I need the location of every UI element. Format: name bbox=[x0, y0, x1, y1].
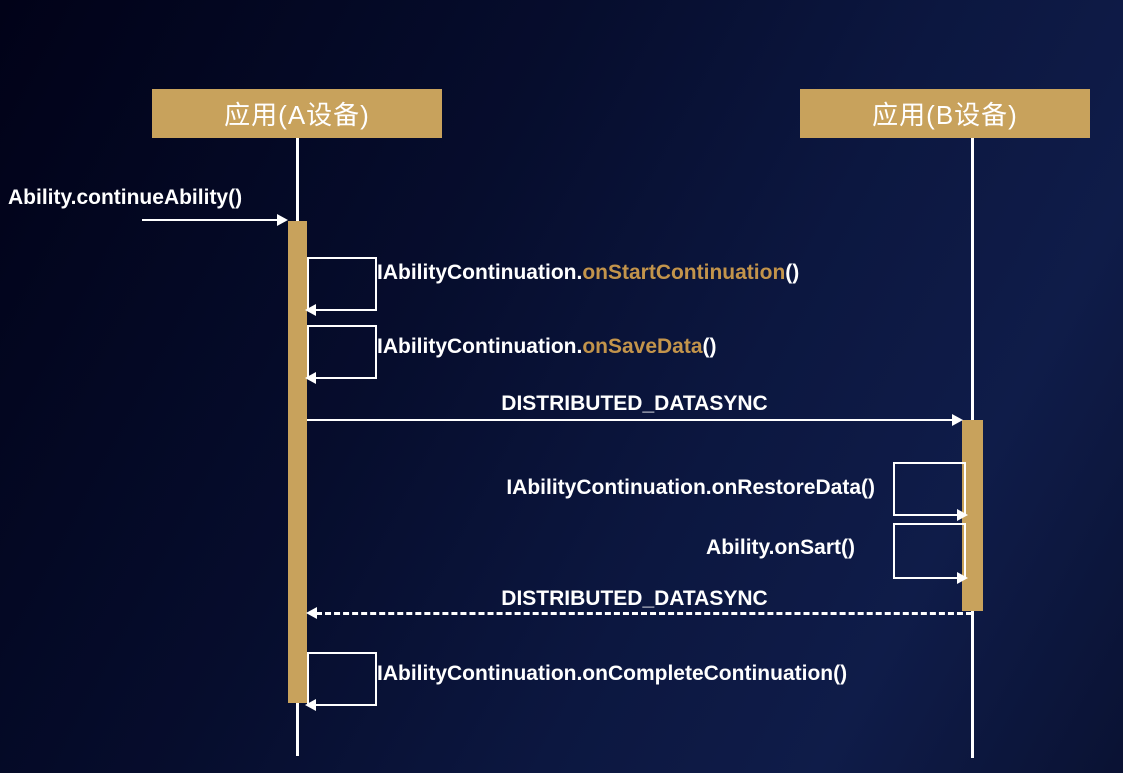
label-prefix: IAbilityContinuation. bbox=[377, 261, 583, 284]
arrowhead-left-icon bbox=[305, 372, 316, 384]
arrowhead-left-icon bbox=[306, 607, 317, 619]
label-method-highlight: onStartContinuation bbox=[582, 261, 786, 284]
label-prefix: IAbilityContinuation. bbox=[377, 335, 583, 358]
participant-header-device-b: 应用(B设备) bbox=[800, 89, 1090, 138]
arrowhead-right-icon bbox=[952, 414, 963, 426]
message-datasync-send-arrow-line bbox=[307, 419, 953, 421]
message-on-restore-data-label: IAbilityContinuation.onRestoreData() bbox=[506, 476, 875, 499]
message-datasync-return-label: DISTRIBUTED_DATASYNC bbox=[501, 587, 768, 610]
self-call-loop-on-start-device-b bbox=[893, 523, 968, 584]
arrowhead-right-icon bbox=[957, 509, 968, 521]
message-on-start-continuation-label: IAbilityContinuation.onStartContinuation… bbox=[377, 260, 799, 286]
self-call-loop-on-restore-data bbox=[893, 462, 968, 521]
arrowhead-left-icon bbox=[305, 304, 316, 316]
message-on-start-device-b-label: Ability.onSart() bbox=[706, 536, 855, 559]
message-datasync-send-label: DISTRIBUTED_DATASYNC bbox=[501, 392, 768, 415]
arrowhead-right-icon bbox=[277, 214, 288, 226]
self-call-loop-on-complete-continuation bbox=[305, 652, 377, 711]
message-continue-ability-arrow-line bbox=[142, 219, 278, 221]
message-datasync-return-dashed-line bbox=[316, 612, 972, 615]
arrowhead-right-icon bbox=[957, 572, 968, 584]
message-on-save-data-label: IAbilityContinuation.onSaveData() bbox=[377, 334, 717, 360]
self-call-loop-on-save-data bbox=[305, 325, 377, 384]
label-suffix: () bbox=[785, 261, 800, 284]
message-on-complete-continuation-label: IAbilityContinuation.onCompleteContinuat… bbox=[377, 662, 848, 685]
message-continue-ability-label: Ability.continueAbility() bbox=[8, 186, 243, 209]
self-call-loop-on-start-continuation bbox=[305, 257, 377, 316]
participant-header-device-a: 应用(A设备) bbox=[152, 89, 442, 138]
activation-bar-device-b bbox=[962, 420, 983, 611]
label-suffix: () bbox=[702, 335, 717, 358]
label-method-highlight: onSaveData bbox=[582, 335, 703, 358]
activation-bar-device-a bbox=[288, 221, 307, 703]
arrowhead-left-icon bbox=[305, 699, 316, 711]
